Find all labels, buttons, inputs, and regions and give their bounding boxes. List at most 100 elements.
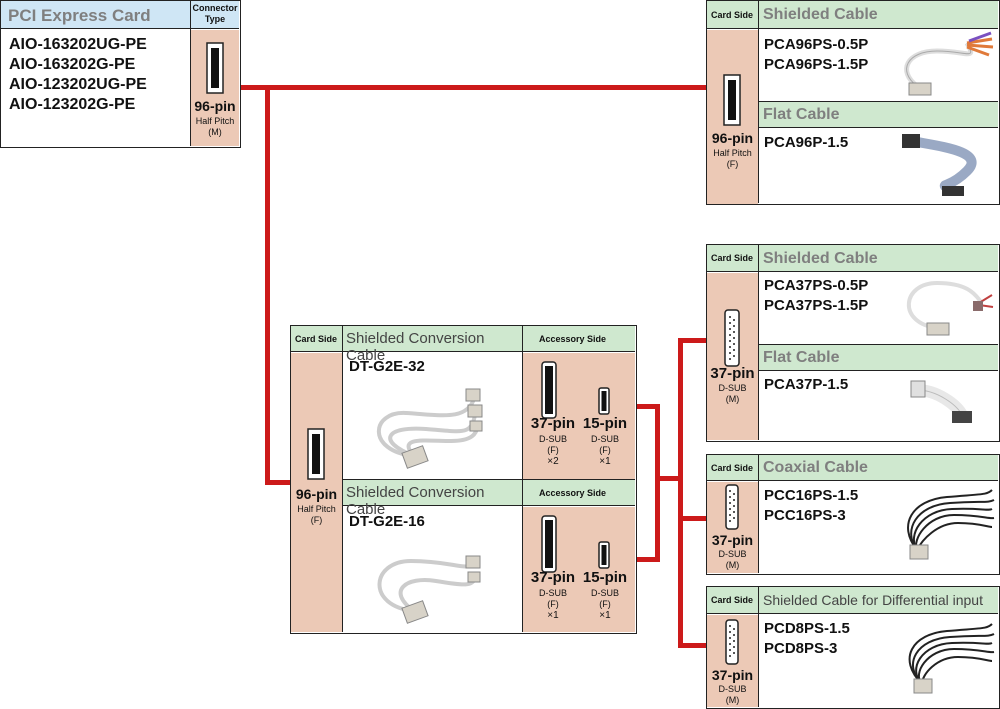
c15-dsub-2: D-SUB <box>590 588 619 598</box>
accessory-cell-2: 37-pin D-SUB (F) ×1 15-pin D-SUB (F) ×1 <box>523 507 635 632</box>
coax-gender: (M) <box>725 560 740 570</box>
shielded-cable-image <box>906 280 994 336</box>
card-title-bar: PCI Express Card <box>1 1 191 29</box>
card-side-header: Card Side <box>707 587 759 614</box>
shielded-models: PCA96PS-0.5P PCA96PS-1.5P <box>764 35 868 75</box>
shielded-cable-image <box>904 31 994 96</box>
cable-model: PCA96P-1.5 <box>764 134 849 151</box>
shielded-header: Shielded Cable <box>759 245 998 272</box>
cable-model: PCA37P-1.5 <box>764 376 849 393</box>
card-side-label: Card Side <box>711 253 754 263</box>
conversion-box: Card Side 96-pin Half Pitch (F) Shielded… <box>290 325 637 634</box>
c37-qty-2: ×1 <box>547 610 559 621</box>
c37-gender-2: (F) <box>547 599 559 609</box>
link-to-bus <box>655 476 683 481</box>
link-card-to-96cable <box>238 85 706 90</box>
conversion-model-1: DT-G2E-32 <box>349 358 425 375</box>
link-to-diff <box>678 643 708 648</box>
cable37-box: Card Side 37-pin D-SUB (M) Shielded Cabl… <box>706 244 1000 442</box>
cable96-box: Card Side 96-pin Half Pitch (F) Shielded… <box>706 0 1000 205</box>
c37-gender-1: (F) <box>547 445 559 455</box>
dsub37-connector-icon <box>541 515 557 573</box>
card-side-header: Card Side <box>291 326 343 352</box>
conversion-cable-image-2 <box>377 555 481 624</box>
c37-dsub-2: D-SUB <box>538 588 567 598</box>
card-connector-cell: 96-pin Half Pitch (M) <box>191 30 239 146</box>
conversion-title-2: Shielded Conversion Cable <box>346 484 485 518</box>
flat-header: Flat Cable <box>759 102 998 128</box>
dsub15-connector-icon <box>598 387 610 415</box>
diff-title: Shielded Cable for Differential input <box>763 592 983 608</box>
link-to-pca37 <box>678 338 708 343</box>
c15-qty-2: ×1 <box>599 610 611 621</box>
half-pitch-connector-icon <box>307 428 325 480</box>
card-side-header: Card Side <box>707 455 759 481</box>
c15-qty-1: ×1 <box>599 456 611 467</box>
card-side-label: Card Side <box>711 10 754 20</box>
coax-title: Coaxial Cable <box>763 459 868 476</box>
divider <box>343 479 635 480</box>
cable-model: PCD8PS-1.5 <box>764 620 850 637</box>
conversion-header-1: Shielded Conversion Cable <box>343 326 523 364</box>
divider <box>759 101 998 102</box>
cable96-connector-cell: 96-pin Half Pitch (F) <box>707 30 758 204</box>
cable-model: PCD8PS-3 <box>764 640 838 657</box>
shielded-header: Shielded Cable <box>759 1 998 29</box>
link-to-coax <box>678 516 708 521</box>
c15-dsub-1: D-SUB <box>590 434 619 444</box>
accessory-side-label: Accessory Side <box>539 488 607 498</box>
c15-gender-1: (F) <box>599 445 611 455</box>
diff-gender: (M) <box>725 695 740 705</box>
shielded-models: PCA37PS-0.5P PCA37PS-1.5P <box>764 276 868 316</box>
dsub37-connector-icon <box>725 484 739 530</box>
conversion-gender: (F) <box>310 515 323 525</box>
conversion-pin-desc: Half Pitch <box>297 504 336 514</box>
accessory-side-label: Accessory Side <box>539 334 607 344</box>
link-bus-vertical <box>678 338 683 648</box>
conversion-title-1: Shielded Conversion Cable <box>346 330 485 364</box>
cable-model: PCA37PS-1.5P <box>764 297 869 314</box>
divider <box>758 587 759 707</box>
coax-models: PCC16PS-1.5 PCC16PS-3 <box>764 486 858 526</box>
card-model: AIO-123202G-PE <box>9 96 136 113</box>
card-side-header: Card Side <box>707 245 759 272</box>
card-side-header: Card Side <box>707 1 759 29</box>
cable37-pin-desc: D-SUB <box>718 383 747 393</box>
dsub37-connector-icon <box>724 309 740 367</box>
card-model-list: AIO-163202UG-PE AIO-163202G-PE AIO-12320… <box>9 35 147 115</box>
diff-header: Shielded Cable for Differential input <box>759 587 998 614</box>
card-model: AIO-163202UG-PE <box>9 36 147 53</box>
cable96-pin: 96-pin <box>711 130 754 146</box>
card-side-label: Card Side <box>711 595 754 605</box>
link-conv32-out <box>634 404 660 409</box>
link-conv16-out <box>634 557 660 562</box>
divider <box>342 326 343 632</box>
conversion-card-connector-cell: 96-pin Half Pitch (F) <box>291 353 342 632</box>
dsub37-connector-icon <box>725 619 739 665</box>
coax-box: Card Side 37-pin D-SUB (M) Coaxial Cable… <box>706 454 1000 575</box>
card-pin-desc: Half Pitch <box>195 116 235 126</box>
conversion-header-2: Shielded Conversion Cable <box>343 480 522 518</box>
cable-model: PCA37PS-0.5P <box>764 277 869 294</box>
half-pitch-connector-icon <box>723 74 741 126</box>
shielded-title: Shielded Cable <box>763 250 878 267</box>
flat-cable-image <box>910 380 972 423</box>
cable96-pin-desc: Half Pitch <box>713 148 752 158</box>
divider <box>758 245 759 440</box>
diff-connector-cell: 37-pin D-SUB (M) <box>707 615 758 707</box>
diff-box: Card Side 37-pin D-SUB (M) Shielded Cabl… <box>706 586 1000 709</box>
card-side-label: Card Side <box>295 334 338 344</box>
coax-connector-cell: 37-pin D-SUB (M) <box>707 482 758 573</box>
link-to-conversion <box>265 480 293 485</box>
cable-model: PCC16PS-1.5 <box>764 487 859 504</box>
c37-pin-2: 37-pin <box>530 569 576 586</box>
cable37-connector-cell: 37-pin D-SUB (M) <box>707 273 758 440</box>
accessory-side-header-1: Accessory Side <box>523 326 635 352</box>
conversion-cable-image-1 <box>376 388 483 469</box>
coax-pin-desc: D-SUB <box>718 549 747 559</box>
card-model: AIO-163202G-PE <box>9 56 136 73</box>
divider <box>758 1 759 203</box>
